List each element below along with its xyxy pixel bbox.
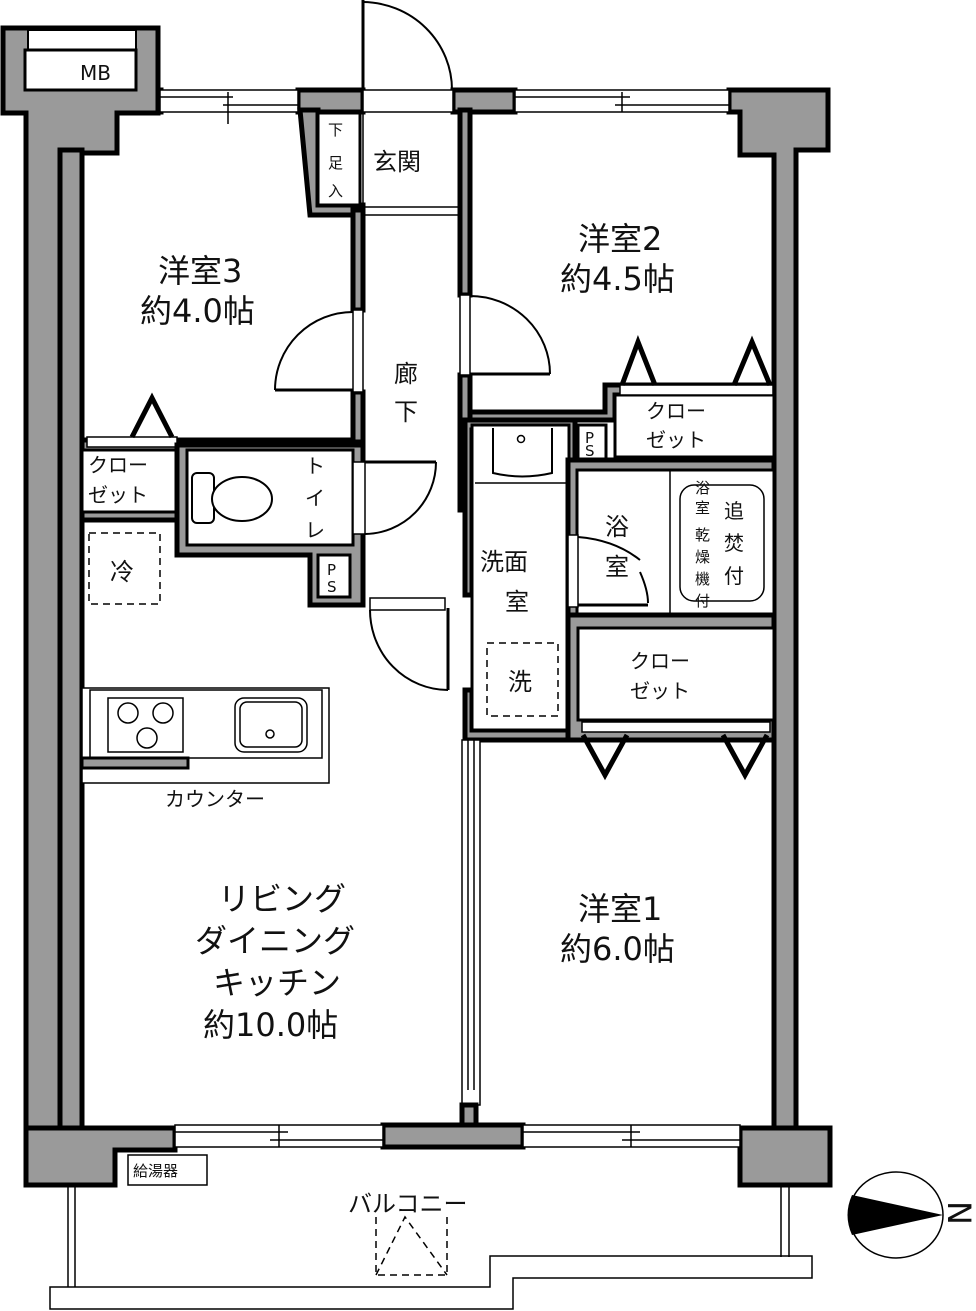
left-wall (57, 147, 85, 1133)
hall-right-wall-1 (457, 107, 473, 298)
window-w2 (514, 89, 730, 113)
window-ldk (174, 1124, 384, 1148)
sink-fixture (475, 428, 567, 484)
compass-north-icon (847, 1171, 944, 1259)
hall-label-1: 廊 (394, 360, 418, 388)
w2-door[interactable] (459, 294, 551, 376)
ldk-door[interactable] (369, 597, 450, 691)
shoe-label-2: 足 (328, 154, 343, 172)
hall-left-wall-2 (350, 389, 366, 445)
w3-door[interactable] (274, 309, 364, 393)
window-w3 (159, 89, 299, 124)
ps1-label-s: S (327, 578, 337, 596)
ps2-label-s: S (585, 442, 595, 460)
washroom-l2: 室 (505, 588, 529, 616)
bottom-mid-wall (380, 1122, 526, 1150)
water-heater-label: 給湯器 (133, 1162, 178, 1180)
ldk-name-2: ダイニング (195, 922, 355, 960)
bath-feat-7: 追 (724, 499, 744, 523)
ldk-name-1: リビング (218, 880, 346, 918)
w2-name: 洋室2 (578, 220, 662, 258)
closet-w2[interactable] (613, 393, 776, 459)
entrance-door[interactable] (361, 0, 454, 113)
shoe-label-1: 下 (328, 121, 343, 139)
burner-icon (117, 702, 139, 724)
window-w1 (522, 1124, 741, 1148)
hall-left-wall-1 (350, 207, 366, 313)
closet-w2-l1: クロー (646, 399, 706, 423)
w1-size: 約6.0帖 (560, 930, 675, 968)
bath-feat-4: 燥 (695, 548, 710, 566)
w2-size: 約4.5帖 (560, 260, 675, 298)
burner-icon (152, 702, 174, 724)
w3-size: 約4.0帖 (140, 292, 255, 330)
bath-feat-9: 付 (724, 564, 744, 588)
hall-label-2: 下 (394, 398, 418, 426)
fridge-label: 冷 (110, 558, 134, 586)
toilet-l1: ト (305, 454, 325, 478)
bath-door[interactable] (567, 534, 649, 608)
closet-w2-l2: ゼット (646, 428, 706, 452)
w3-name: 洋室3 (158, 252, 242, 290)
toilet-door[interactable] (352, 460, 437, 535)
toilet-l3: レ (305, 518, 325, 542)
bath-feat-8: 焚 (724, 531, 744, 555)
closet-w1-l1: クロー (630, 649, 690, 673)
closet-w3-l2: ゼット (88, 483, 148, 507)
washer-label: 洗 (508, 668, 532, 696)
bath-feat-6: 付 (695, 592, 710, 610)
bottom-right-pillar (737, 1125, 833, 1188)
balcony (49, 1154, 813, 1310)
toilet-fixture (191, 472, 273, 524)
washroom-l1: 洗面 (480, 548, 528, 576)
mb-label: MB (80, 61, 111, 85)
bath-feat-2: 室 (695, 499, 710, 517)
shoe-label-3: 入 (328, 182, 343, 200)
escape-hatch[interactable] (375, 1215, 448, 1276)
ps-box-1 (316, 553, 352, 599)
ps2-label: P (585, 429, 594, 447)
burner-icon (136, 727, 158, 749)
counter-label: カウンター (165, 787, 265, 811)
shoe-storage (316, 111, 362, 207)
kitchen-counter (80, 687, 330, 784)
ldk-name-3: キッチン (213, 964, 341, 1002)
bath-feat-1: 浴 (695, 479, 710, 497)
ps-box-2 (576, 423, 608, 462)
closet-w3[interactable] (80, 448, 179, 514)
balcony-label: バルコニー (348, 1190, 468, 1218)
entrance-label: 玄関 (373, 148, 421, 176)
closet-w1[interactable] (576, 626, 776, 722)
toilet-l2: イ (305, 486, 325, 510)
bath-l2: 室 (605, 553, 629, 581)
bath-l1: 浴 (605, 513, 629, 541)
sliding-partition[interactable] (459, 739, 481, 1128)
bath-feat-3: 乾 (695, 526, 710, 544)
ps1-label-p: P (327, 561, 336, 579)
ldk-size: 約10.0帖 (203, 1006, 338, 1044)
compass-label: N (940, 1201, 976, 1225)
closet-w1-l2: ゼット (630, 679, 690, 703)
water-heater (127, 1154, 208, 1186)
bath-feature-box (679, 484, 765, 602)
bath-feat-5: 機 (695, 570, 710, 588)
w1-name: 洋室1 (578, 890, 662, 928)
closet-w3-l1: クロー (88, 453, 148, 477)
